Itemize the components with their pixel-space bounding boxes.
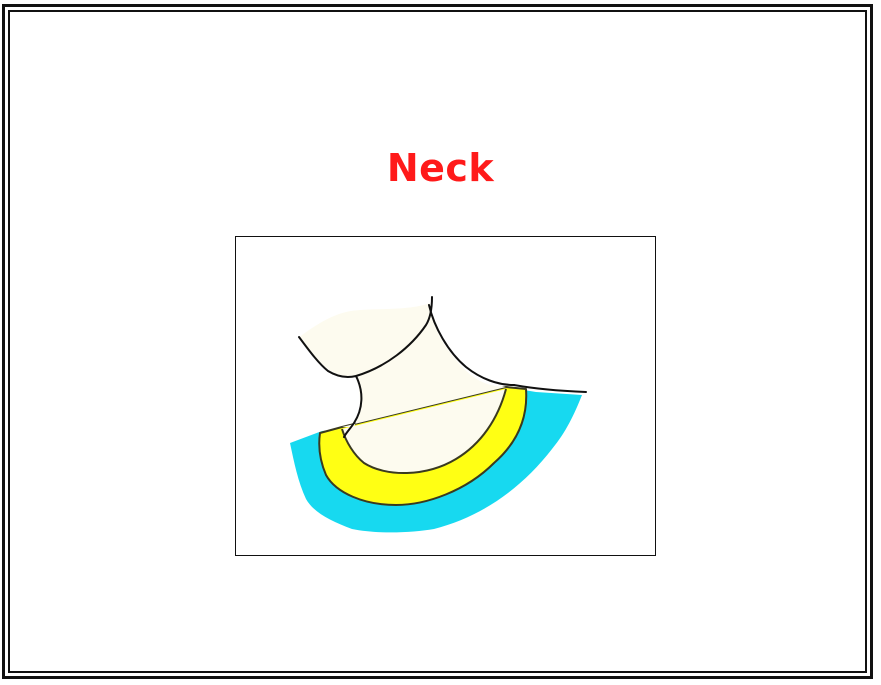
slide-title: Neck bbox=[386, 146, 495, 190]
slide-outer-border bbox=[2, 4, 873, 679]
neck-illustration bbox=[290, 296, 587, 533]
neck-back-line bbox=[428, 304, 515, 386]
neck-skin bbox=[299, 303, 506, 427]
neck-front-line bbox=[343, 375, 363, 438]
shoulder-line bbox=[513, 384, 587, 393]
illustration-frame bbox=[235, 236, 656, 556]
collar-inner-edge bbox=[341, 388, 507, 475]
slide-inner-border bbox=[8, 10, 867, 673]
